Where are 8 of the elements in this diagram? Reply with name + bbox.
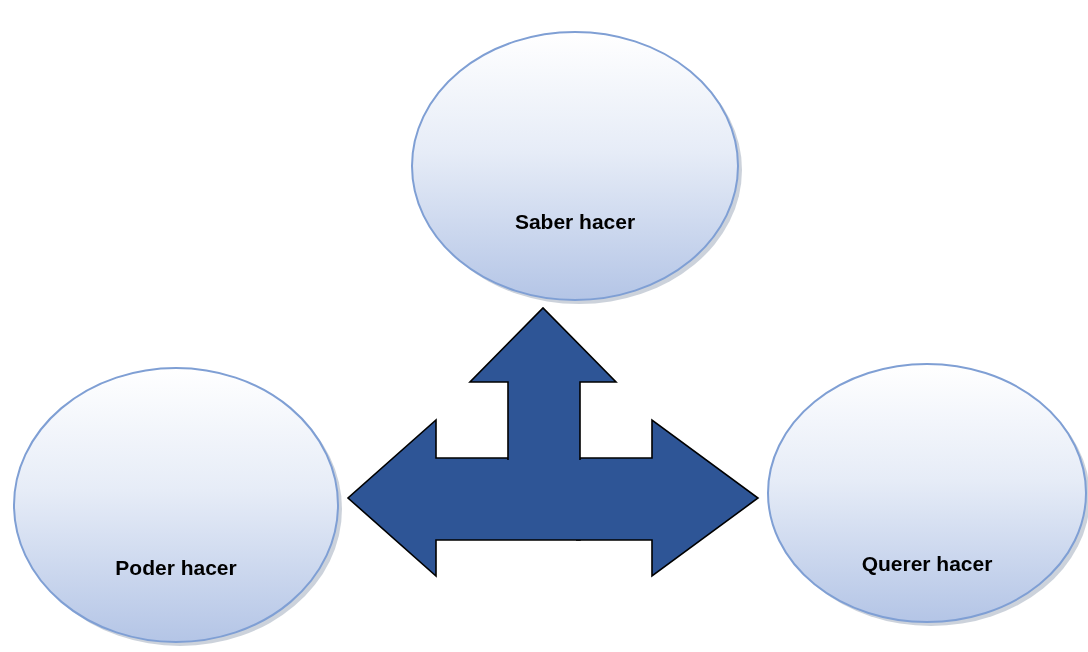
block-arrow: [468, 306, 618, 461]
block-arrow: [575, 418, 760, 578]
node-label: Saber hacer: [513, 210, 637, 234]
node-label: Querer hacer: [860, 552, 994, 576]
ellipse-node: [410, 30, 740, 302]
node-label: Poder hacer: [114, 556, 238, 580]
ellipse-node: [766, 362, 1088, 624]
ellipse-node: [12, 366, 340, 644]
